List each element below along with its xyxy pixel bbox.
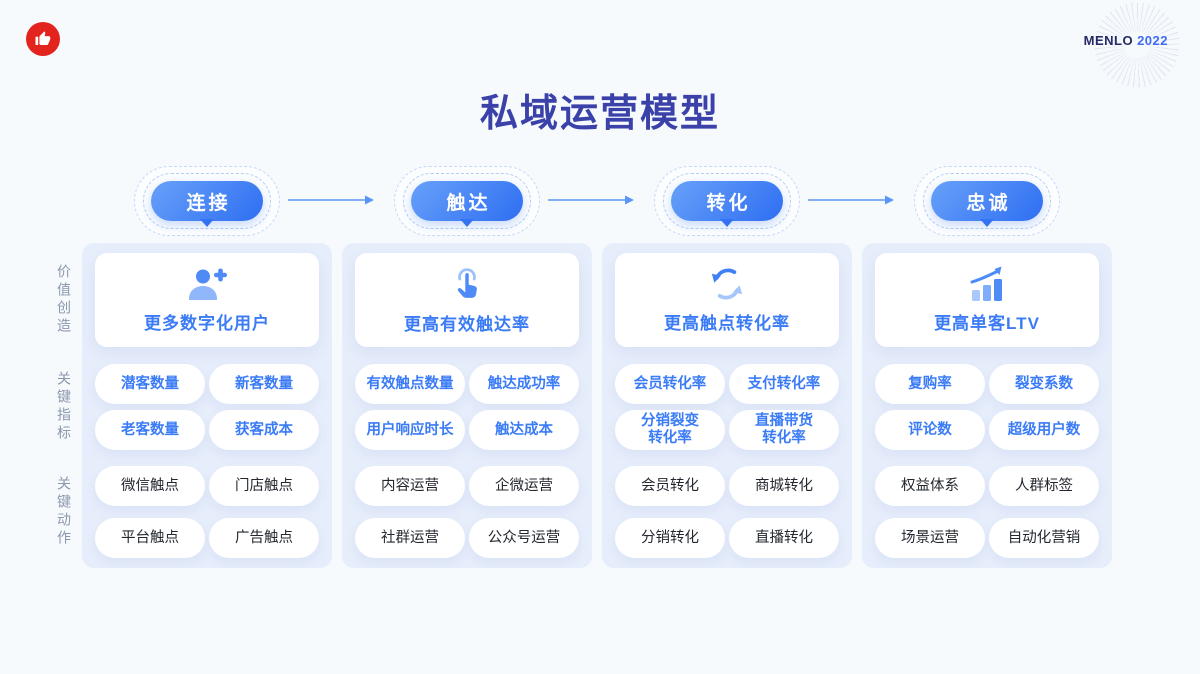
dashed-ring-inner: 转化 <box>663 173 791 229</box>
action-pill: 会员转化 <box>615 466 725 506</box>
metric-pill: 复购率 <box>875 364 985 404</box>
metric-pill: 潜客数量 <box>95 364 205 404</box>
dashed-ring-outer: 触达 <box>394 166 540 236</box>
action-pill: 商城转化 <box>729 466 839 506</box>
stage-bubble-loyalty: 忠诚 <box>912 163 1062 239</box>
stage-label: 转化 <box>706 192 751 214</box>
page-title: 私域运营模型 <box>479 93 720 135</box>
action-pill: 权益体系 <box>875 466 985 506</box>
action-pill: 平台触点 <box>95 518 205 558</box>
stage-bubble-connect: 连接 <box>132 163 282 239</box>
dashed-ring-inner: 触达 <box>403 173 531 229</box>
stage-label: 忠诚 <box>966 192 1011 214</box>
speech-tail <box>460 219 474 227</box>
metric-pill: 有效触点数量 <box>355 364 465 404</box>
stage-pill: 连接 <box>151 181 263 227</box>
sync-arrows-icon <box>709 266 745 302</box>
stage-label: 触达 <box>446 192 491 214</box>
action-pill: 社群运营 <box>355 518 465 558</box>
metric-pill: 用户响应时长 <box>355 410 465 450</box>
action-pill: 场景运营 <box>875 518 985 558</box>
stage-bubble-reach: 触达 <box>392 163 542 239</box>
row-label-value-creation: 价值创造 <box>56 264 72 336</box>
flow-arrow-icon <box>548 195 634 205</box>
action-pill: 公众号运营 <box>469 518 579 558</box>
menlo-year-text: 2022 <box>1137 33 1168 48</box>
metric-pill: 裂变系数 <box>989 364 1099 404</box>
metric-pill: 超级用户数 <box>989 410 1099 450</box>
metric-pill: 触达成功率 <box>469 364 579 404</box>
row-label-key-metrics: 关键指标 <box>56 371 72 443</box>
metric-pill: 会员转化率 <box>615 364 725 404</box>
stage-pill: 触达 <box>411 181 523 227</box>
action-pill: 微信触点 <box>95 466 205 506</box>
value-card: 更高有效触达率 <box>355 253 579 347</box>
action-pill: 内容运营 <box>355 466 465 506</box>
metric-pill: 触达成本 <box>469 410 579 450</box>
metric-pill: 支付转化率 <box>729 364 839 404</box>
action-pill: 门店触点 <box>209 466 319 506</box>
stage-panel-loyalty: 更高单客LTV 复购率 裂变系数 评论数 超级用户数 权益体系 人群标签 场景运… <box>862 243 1112 568</box>
metric-pill: 直播带货 转化率 <box>729 410 839 450</box>
action-pill: 企微运营 <box>469 466 579 506</box>
menlo-brand-text: MENLO <box>1083 33 1134 48</box>
stage-bubble-convert: 转化 <box>652 163 802 239</box>
row-label-key-actions: 关键动作 <box>56 476 72 548</box>
flow-arrow-icon <box>288 195 374 205</box>
value-label: 更高有效触达率 <box>404 315 530 334</box>
action-pill: 直播转化 <box>729 518 839 558</box>
value-label: 更高触点转化率 <box>664 314 790 333</box>
speech-tail <box>720 219 734 227</box>
stage-pill: 转化 <box>671 181 783 227</box>
speech-tail <box>200 219 214 227</box>
dashed-ring-outer: 连接 <box>134 166 280 236</box>
metric-pill: 分销裂变 转化率 <box>615 410 725 450</box>
speech-tail <box>980 219 994 227</box>
value-card: 更高单客LTV <box>875 253 1099 347</box>
brand-badge <box>26 22 60 56</box>
metric-pill: 获客成本 <box>209 410 319 450</box>
metric-pill: 评论数 <box>875 410 985 450</box>
metric-pill: 老客数量 <box>95 410 205 450</box>
user-plus-icon <box>187 266 227 302</box>
stage-panel-convert: 更高触点转化率 会员转化率 支付转化率 分销裂变 转化率 直播带货 转化率 会员… <box>602 243 852 568</box>
value-label: 更高单客LTV <box>934 314 1040 333</box>
value-card: 更高触点转化率 <box>615 253 839 347</box>
dashed-ring-outer: 转化 <box>654 166 800 236</box>
value-label: 更多数字化用户 <box>144 314 270 333</box>
fan-decoration-icon <box>1092 0 1182 90</box>
metric-pill: 新客数量 <box>209 364 319 404</box>
stage-panel-connect: 更多数字化用户 潜客数量 新客数量 老客数量 获客成本 微信触点 门店触点 平台… <box>82 243 332 568</box>
value-card: 更多数字化用户 <box>95 253 319 347</box>
growth-chart-icon <box>967 266 1007 302</box>
thumbs-up-icon <box>34 30 52 48</box>
dashed-ring-outer: 忠诚 <box>914 166 1060 236</box>
stage-panel-reach: 更高有效触达率 有效触点数量 触达成功率 用户响应时长 触达成本 内容运营 企微… <box>342 243 592 568</box>
dashed-ring-inner: 连接 <box>143 173 271 229</box>
action-pill: 分销转化 <box>615 518 725 558</box>
flow-arrow-icon <box>808 195 894 205</box>
dashed-ring-inner: 忠诚 <box>923 173 1051 229</box>
stage-pill: 忠诚 <box>931 181 1043 227</box>
action-pill: 人群标签 <box>989 466 1099 506</box>
stage-label: 连接 <box>186 192 231 214</box>
action-pill: 自动化营销 <box>989 518 1099 558</box>
tap-icon <box>449 265 485 303</box>
action-pill: 广告触点 <box>209 518 319 558</box>
